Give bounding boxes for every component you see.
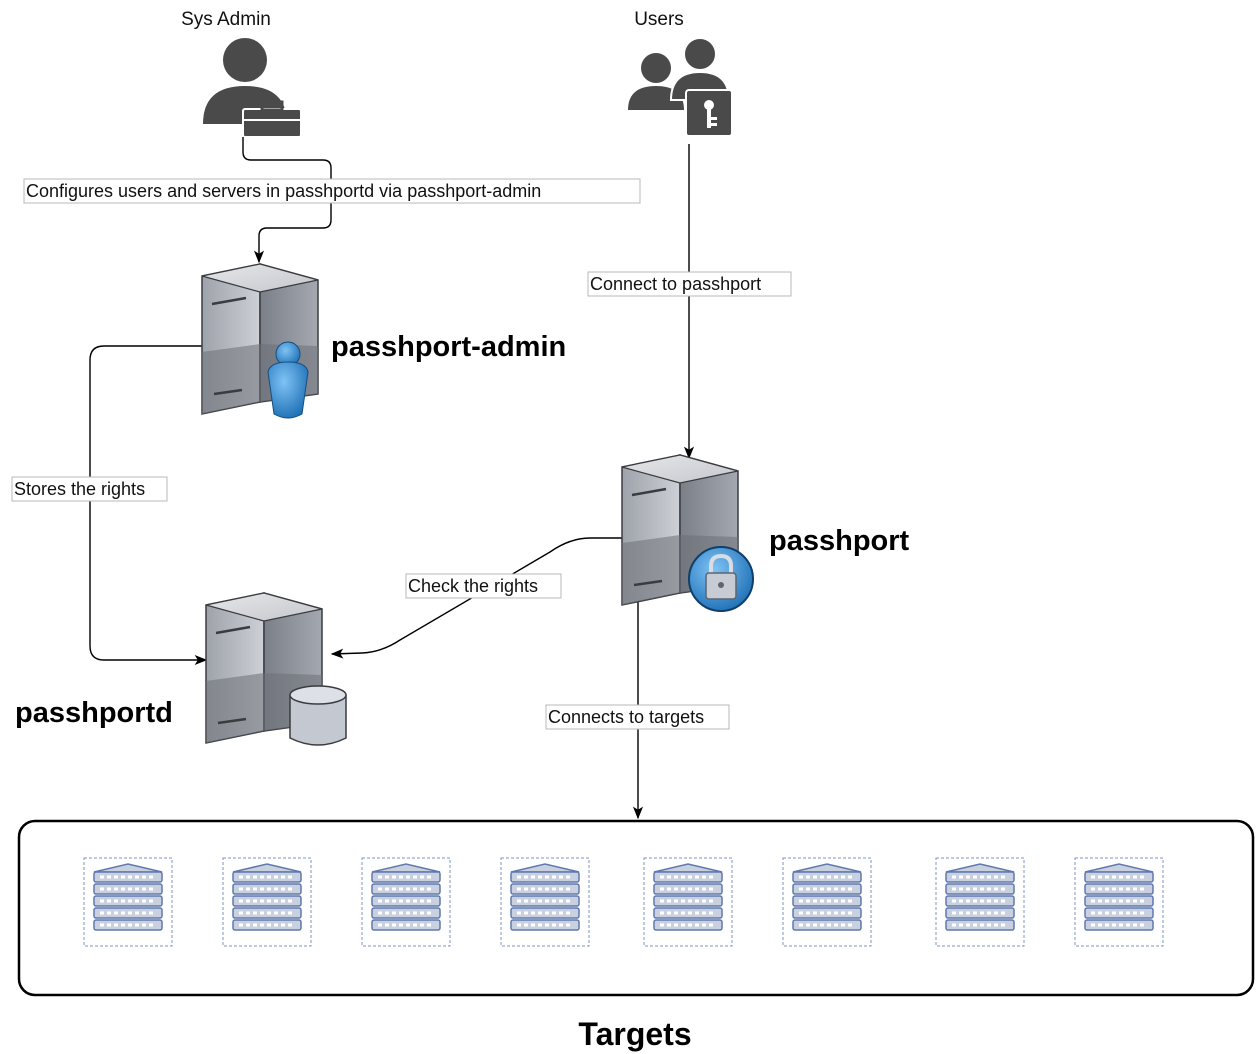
edge-stores-rights: Stores the rights	[11, 345, 208, 666]
passhport-label: passhport	[769, 525, 910, 557]
targets-label: Targets	[578, 1016, 691, 1052]
sys-admin-label: Sys Admin	[181, 9, 271, 30]
rack-server-icon	[499, 856, 591, 948]
users-key-icon	[628, 37, 733, 137]
server-lock-icon	[620, 453, 754, 612]
edge-check-rights: Check the rights	[330, 537, 622, 659]
rack-server-icon	[642, 856, 734, 948]
server-database-icon	[204, 591, 347, 746]
rack-server-icon	[360, 856, 452, 948]
sys-admin-actor: Sys Admin	[181, 9, 302, 138]
users-actor: Users	[628, 9, 733, 137]
edge-configures-label: Configures users and servers in passhpor…	[26, 181, 541, 201]
edge-connects-targets: Connects to targets	[545, 582, 730, 820]
rack-server-icon	[221, 856, 313, 948]
edge-configures: Configures users and servers in passhpor…	[23, 137, 641, 264]
rack-server-icon	[82, 856, 174, 948]
rack-server-icon	[781, 856, 873, 948]
passhportd-label: passhportd	[15, 697, 173, 729]
edge-check-label: Check the rights	[408, 576, 538, 596]
passhport-node: passhport	[620, 453, 910, 612]
admin-toolbox-icon	[203, 38, 302, 138]
rack-server-icon	[934, 856, 1026, 948]
targets-container	[17, 819, 1255, 997]
targets-group: Targets	[17, 819, 1255, 1052]
edge-connect-passhport: Connect to passhport	[587, 144, 792, 460]
passhportd-node: passhportd	[15, 591, 347, 746]
users-label: Users	[634, 9, 684, 30]
edge-stores-label: Stores the rights	[14, 479, 145, 499]
server-user-icon	[200, 262, 320, 419]
passhport-admin-label: passhport-admin	[331, 331, 566, 363]
edge-connect-label: Connect to passhport	[590, 274, 761, 294]
edge-targets-label: Connects to targets	[548, 707, 704, 727]
rack-server-icon	[1073, 856, 1165, 948]
passhport-admin-node: passhport-admin	[200, 262, 566, 419]
